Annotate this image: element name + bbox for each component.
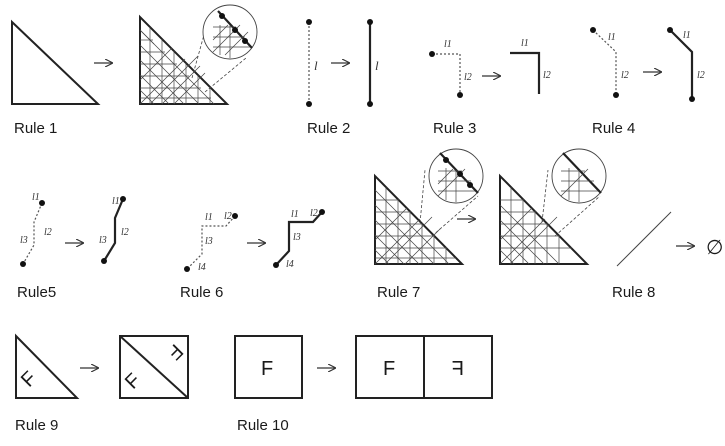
rule-3: l1 l2 l1 l2 Rule 3 bbox=[429, 38, 551, 137]
rule-6-l2-left: l2 bbox=[224, 211, 232, 222]
rule-5-l2-right: l2 bbox=[121, 227, 129, 238]
rule-10-square bbox=[234, 335, 303, 399]
rule-4-dashed-path bbox=[592, 29, 617, 95]
rule-5-l3-right: l3 bbox=[99, 235, 107, 246]
rule-1: Rule 1 bbox=[11, 4, 258, 137]
rule-9-f-glyph-lower: F bbox=[121, 369, 145, 393]
rule-4-l1-right: l1 bbox=[683, 30, 691, 41]
rule-10-f-glyph-left: F bbox=[383, 358, 395, 380]
rule-1-triangle bbox=[11, 19, 101, 105]
rule-5-dashed-path bbox=[22, 202, 43, 265]
rule-9-split-square bbox=[119, 335, 189, 399]
rule-3-label: Rule 3 bbox=[433, 120, 476, 137]
rule-7-left-mesh bbox=[374, 148, 484, 265]
rule-2-l-symbol-right: l bbox=[375, 58, 379, 73]
rule-4-label: Rule 4 bbox=[592, 120, 635, 137]
rule-5-l3-left: l3 bbox=[20, 235, 28, 246]
rule-5-l1-left: l1 bbox=[32, 192, 40, 203]
rule-4-solid-path bbox=[669, 29, 694, 99]
rule-6: l1 l2 l3 l4 l1 l2 l3 l4 Rule 6 bbox=[180, 208, 325, 301]
rule-6-label: Rule 6 bbox=[180, 284, 223, 301]
rule-9-f-glyph-upper: F bbox=[163, 339, 187, 363]
rule-5-l2-left: l2 bbox=[44, 227, 52, 238]
rule-3-solid-corner bbox=[510, 51, 541, 94]
rule-5-label: Rule5 bbox=[17, 284, 56, 301]
rule-4-l2-right: l2 bbox=[697, 70, 705, 81]
rule-9-triangle bbox=[15, 333, 80, 399]
rule-10-f-glyph-mirrored: F bbox=[452, 358, 464, 380]
rule-3-dashed-corner bbox=[432, 53, 461, 95]
rule-6-l4-left: l4 bbox=[198, 262, 206, 273]
rule-6-dashed-path bbox=[186, 215, 236, 270]
rule-6-l1-right: l1 bbox=[291, 209, 299, 220]
rule-8-line bbox=[616, 211, 672, 267]
rule-1-label: Rule 1 bbox=[14, 120, 57, 137]
rule-6-l2-right: l2 bbox=[310, 208, 318, 219]
rule-10-f-glyph: F bbox=[261, 358, 273, 380]
rule-1-meshed-triangle bbox=[139, 4, 258, 105]
rule-2: l l Rule 2 bbox=[306, 19, 379, 137]
rule-6-l1-left: l1 bbox=[205, 212, 213, 223]
rule-6-l4-right: l4 bbox=[286, 259, 294, 270]
rule-3-l2-left: l2 bbox=[464, 72, 472, 83]
rule-9-f-glyph: F bbox=[17, 367, 41, 391]
rule-6-l3-right: l3 bbox=[293, 232, 301, 243]
rule-6-solid-path bbox=[275, 211, 323, 266]
rule-3-l1-left: l1 bbox=[444, 39, 452, 50]
rule-5-l1-right: l1 bbox=[112, 196, 120, 207]
rule-8-empty-set: ∅ bbox=[706, 237, 723, 259]
rule-6-l3-left: l3 bbox=[205, 236, 213, 247]
rule-5: l1 l2 l3 l1 l2 l3 Rule5 bbox=[17, 192, 129, 301]
rule-7-label: Rule 7 bbox=[377, 284, 420, 301]
rule-2-l-symbol-left: l bbox=[314, 58, 318, 73]
rule-10-label: Rule 10 bbox=[237, 417, 289, 434]
rule-4: l1 l2 l1 l2 Rule 4 bbox=[590, 27, 705, 137]
rule-4-l2-left: l2 bbox=[621, 70, 629, 81]
rule-9-label: Rule 9 bbox=[15, 417, 58, 434]
rule-3-l2-right: l2 bbox=[543, 70, 551, 81]
rule-8-label: Rule 8 bbox=[612, 284, 655, 301]
rule-5-solid-path bbox=[103, 198, 125, 262]
rule-4-l1-left: l1 bbox=[608, 32, 616, 43]
rule-8: ∅ Rule 8 bbox=[612, 211, 723, 301]
rule-3-l1-right: l1 bbox=[521, 38, 529, 49]
rule-7-right-mesh bbox=[499, 148, 607, 265]
rule-9: F F F Rule 9 bbox=[15, 333, 189, 434]
rule-7: Rule 7 bbox=[374, 148, 607, 301]
rule-10: F F F Rule 10 bbox=[234, 335, 493, 434]
rule-2-label: Rule 2 bbox=[307, 120, 350, 137]
